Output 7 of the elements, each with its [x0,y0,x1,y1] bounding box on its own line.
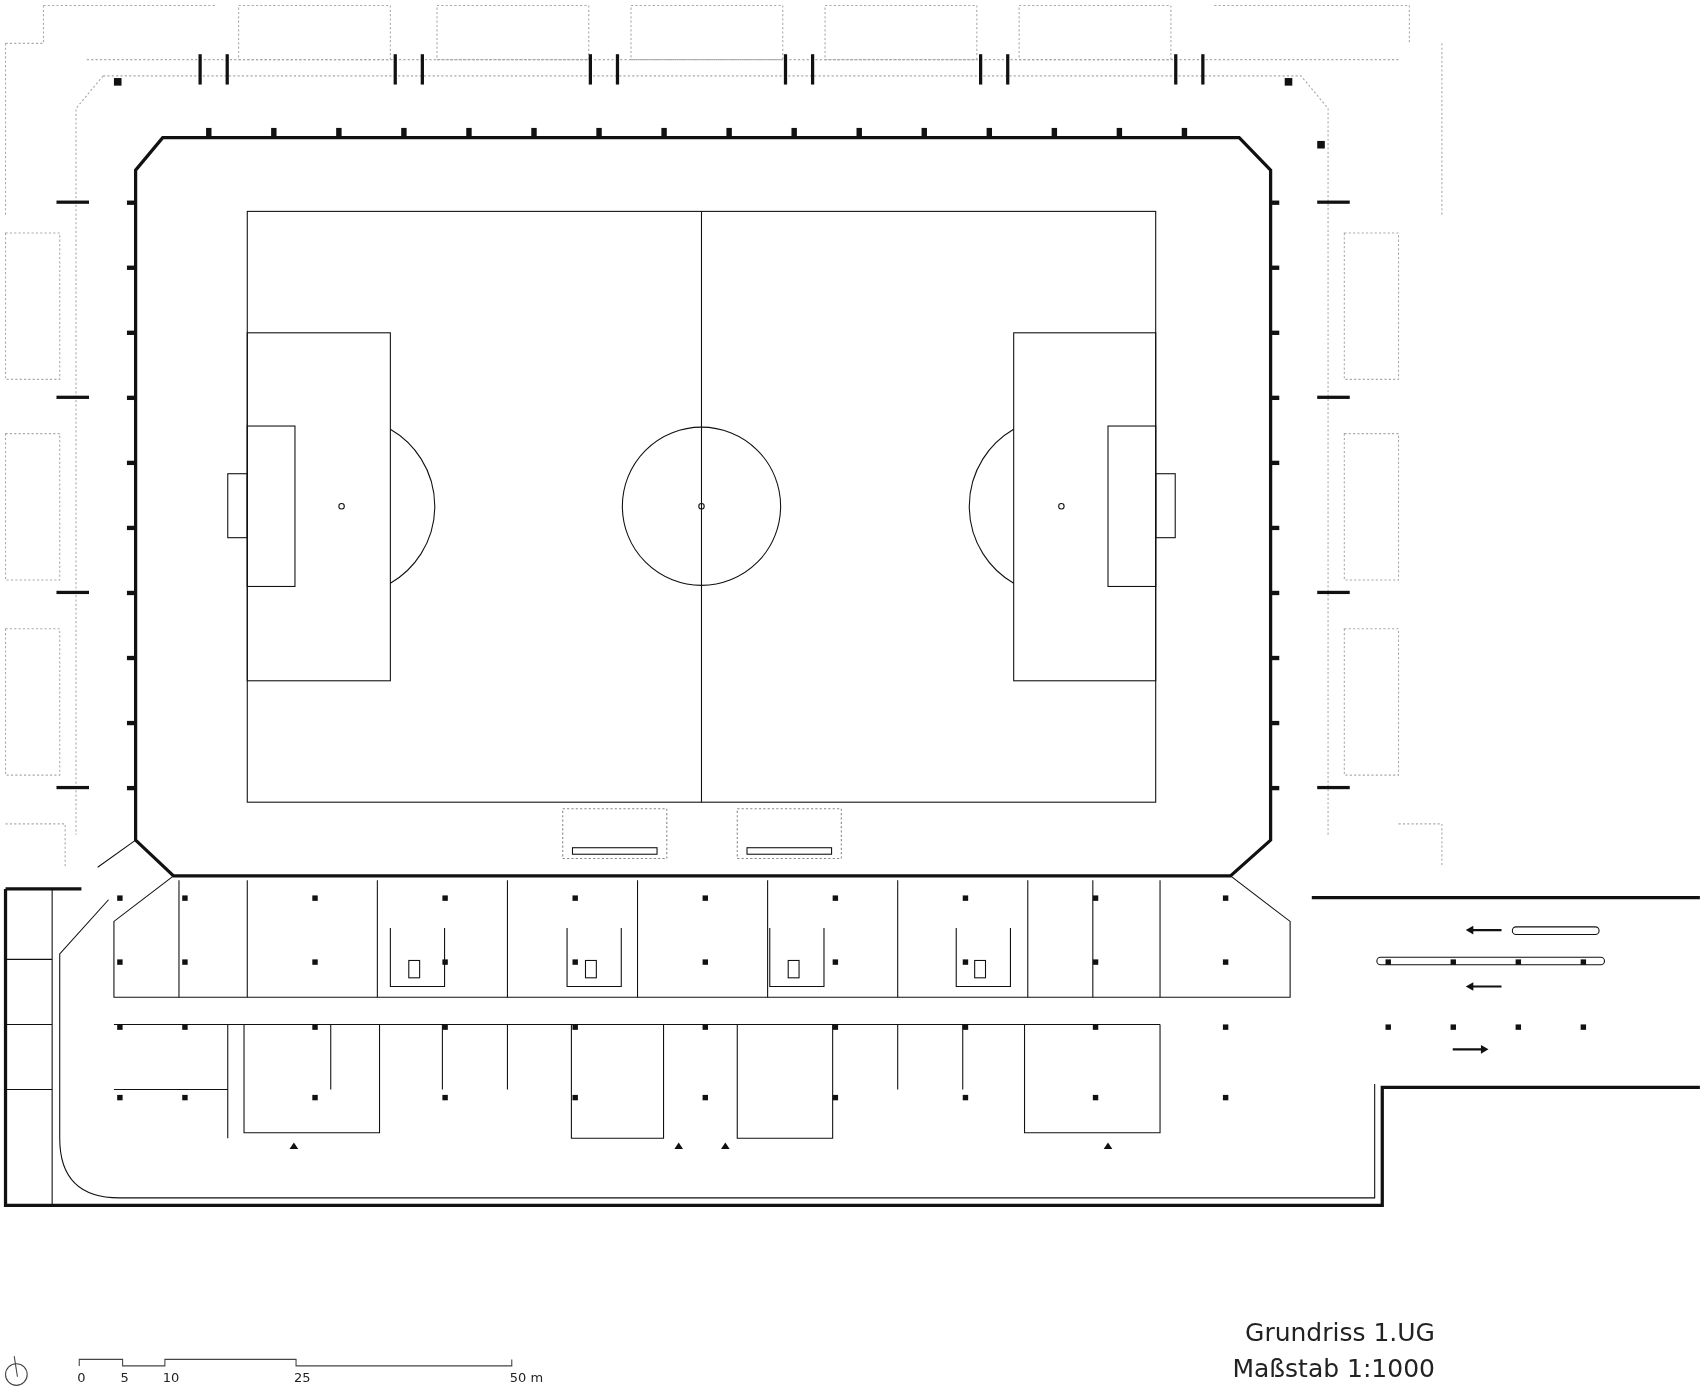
scale-label: 5 [120,1370,129,1386]
scale-label: 0 [77,1370,86,1386]
scale-label: 25 [293,1370,311,1386]
scale-caption: Maßstab 1:1000 [1232,1354,1435,1383]
scale-label: 50 m [509,1370,544,1386]
drawing-title: Grundriss 1.UG [1245,1318,1435,1347]
scale-label: 10 [162,1370,180,1386]
